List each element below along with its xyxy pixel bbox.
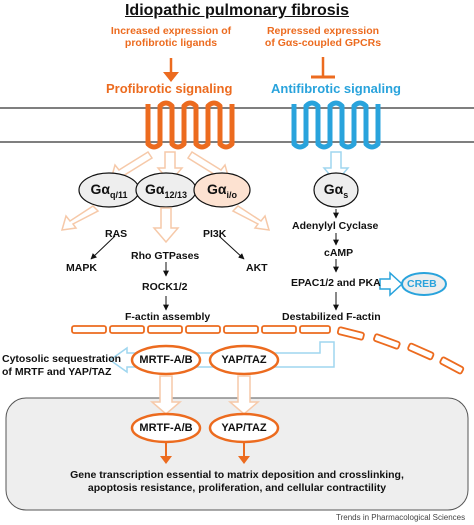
mrtf-nuclear-oval <box>130 412 202 444</box>
gene-transcription-text: Gene transcription essential to matrix d… <box>70 469 404 494</box>
antifibrotic-label: Antifibrotic signaling <box>271 81 401 96</box>
g-io-label: Gαi/o <box>207 181 237 200</box>
page-title: Idiopathic pulmonary fibrosis <box>124 2 350 19</box>
destabilized-f-actin <box>336 326 465 375</box>
ras-label: RAS <box>105 228 128 240</box>
yap-nuclear-oval <box>208 412 280 444</box>
arrow-to-creb <box>379 271 404 297</box>
creb-oval <box>401 272 447 296</box>
g-io-oval <box>193 172 251 208</box>
g-s-label: Gαs <box>323 181 349 200</box>
epac-label: EPAC1/2 and PKA <box>291 277 381 289</box>
pi3k-label: PI3K <box>203 228 227 240</box>
profibrotic-receptor <box>145 100 235 150</box>
mrtf-cytosol-label: MRTF-A/B <box>139 354 193 366</box>
creb-label: CREB <box>407 278 437 290</box>
mrtf-cytosol-oval <box>130 344 202 376</box>
adenylyl-label: Adenylyl Cyclase <box>292 220 379 232</box>
mrtf-nuclear-label: MRTF-A/B <box>139 422 193 434</box>
profibrotic-label: Profibrotic signaling <box>106 81 233 96</box>
camp-label: cAMP <box>324 247 354 259</box>
nucleus-box <box>5 397 469 511</box>
rock-label: ROCK1/2 <box>142 281 188 293</box>
journal-footer: Trends in Pharmacological Sciences <box>336 513 466 522</box>
factin-label: F-actin assembly <box>125 311 211 323</box>
f-actin-filament <box>71 325 331 334</box>
yap-nuclear-label: YAP/TAZ <box>221 422 267 434</box>
destab-label: Destabilized F-actin <box>282 311 381 323</box>
g-s-oval <box>313 172 359 208</box>
yap-cytosol-label: YAP/TAZ <box>221 354 267 366</box>
mrtf-translocation-arrow <box>149 375 183 415</box>
g-1213-label: Gα12/13 <box>144 181 188 200</box>
yap-cytosol-oval <box>208 344 280 376</box>
g-q11-label: Gαq/11 <box>90 181 128 200</box>
akt-label: AKT <box>246 262 268 274</box>
mapk-label: MAPK <box>66 262 97 274</box>
rho-label: Rho GTPases <box>131 250 200 262</box>
yap-translocation-arrow <box>227 375 261 415</box>
antifibrotic-receptor <box>291 100 381 150</box>
